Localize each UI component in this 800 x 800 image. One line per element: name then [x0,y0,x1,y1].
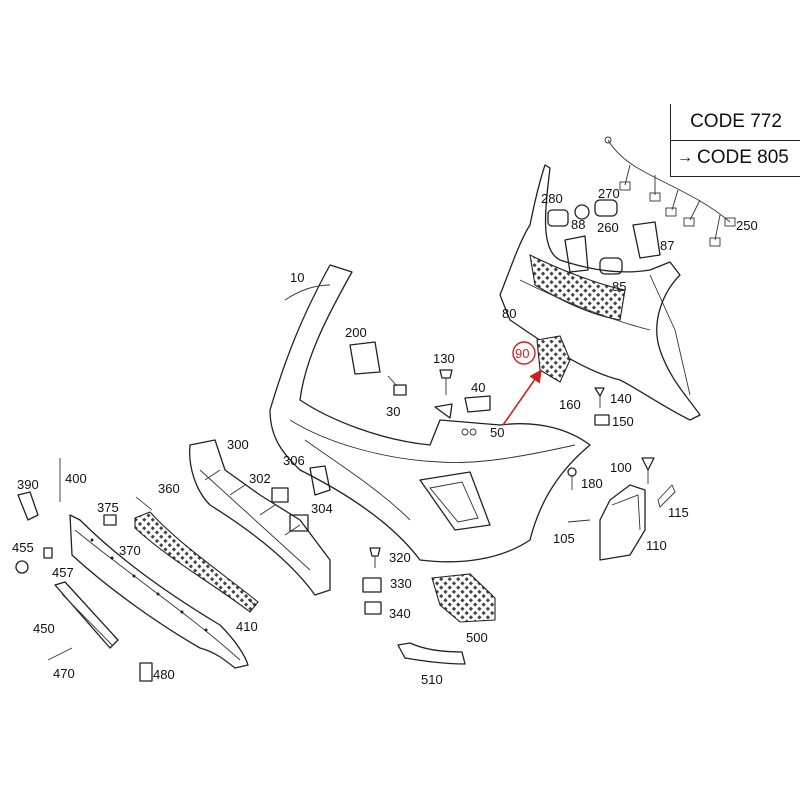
label-306: 306 [283,453,305,468]
label-160: 160 [559,397,581,412]
label-320: 320 [389,550,411,565]
label-480: 480 [153,667,175,682]
label-250: 250 [736,218,758,233]
label-270: 270 [598,186,620,201]
spoiler-part-370-410 [69,514,249,669]
label-130: 130 [433,351,455,366]
part-labels: 10 30 40 50 80 85 87 88 90 100 105 110 1… [12,186,758,687]
grille-insert-part-90 [536,335,571,383]
label-85: 85 [612,279,626,294]
label-40: 40 [471,380,485,395]
parking-sensors-cluster [547,199,661,275]
label-340: 340 [389,606,411,621]
code-805-row: → CODE 805 [671,140,800,176]
label-150: 150 [612,414,634,429]
label-260: 260 [597,220,619,235]
label-110: 110 [646,538,667,553]
trim-strip-part-510 [397,642,466,665]
label-500: 500 [466,630,488,645]
label-115: 115 [668,505,689,520]
label-457: 457 [52,565,74,580]
label-180: 180 [581,476,603,491]
lower-grille-part-360 [134,511,259,613]
wiring-harness-part-250 [604,136,736,247]
label-360: 360 [158,481,180,496]
label-304: 304 [311,501,333,516]
label-10: 10 [290,270,304,285]
bumper-carrier-part-80 [499,164,701,421]
label-390: 390 [17,477,39,492]
code-805-label: CODE 805 [697,147,789,168]
label-200: 200 [345,325,367,340]
code-772-label: CODE 772 [671,104,800,141]
highlight-callout [502,341,542,426]
label-300: 300 [227,437,249,452]
wheel-arch-liner-part-110 [599,484,646,561]
leader-lines [135,375,398,607]
label-455: 455 [12,540,34,555]
part-90-highlight-circle [512,341,536,365]
label-88: 88 [571,217,585,232]
bumper-cover-part-10 [269,264,591,563]
label-370: 370 [119,543,141,558]
label-100: 100 [610,460,632,475]
fasteners [15,341,655,682]
label-330: 330 [390,576,412,591]
label-470: 470 [53,666,75,681]
label-50: 50 [490,425,504,440]
label-80: 80 [502,306,516,321]
brackets-302-304-306 [271,465,331,532]
label-400: 400 [65,471,87,486]
label-280: 280 [541,191,563,206]
trim-part-115 [657,484,676,508]
label-87: 87 [660,238,674,253]
part-90-highlight-arrow [502,369,542,426]
label-105: 105 [553,531,575,546]
license-plate-bracket-part-450 [54,581,119,649]
bumper-absorber-part-300 [189,439,331,596]
label-375: 375 [97,500,119,515]
label-30: 30 [386,404,400,419]
right-arrow-icon: → [677,149,693,166]
label-510: 510 [421,672,443,687]
label-90: 90 [515,346,529,361]
code-legend-box: CODE 772 → CODE 805 [670,104,800,177]
label-302: 302 [249,471,271,486]
label-450: 450 [33,621,55,636]
label-140: 140 [610,391,632,406]
fog-lamp-bezel-part-500 [431,573,496,623]
label-410: 410 [236,619,258,634]
